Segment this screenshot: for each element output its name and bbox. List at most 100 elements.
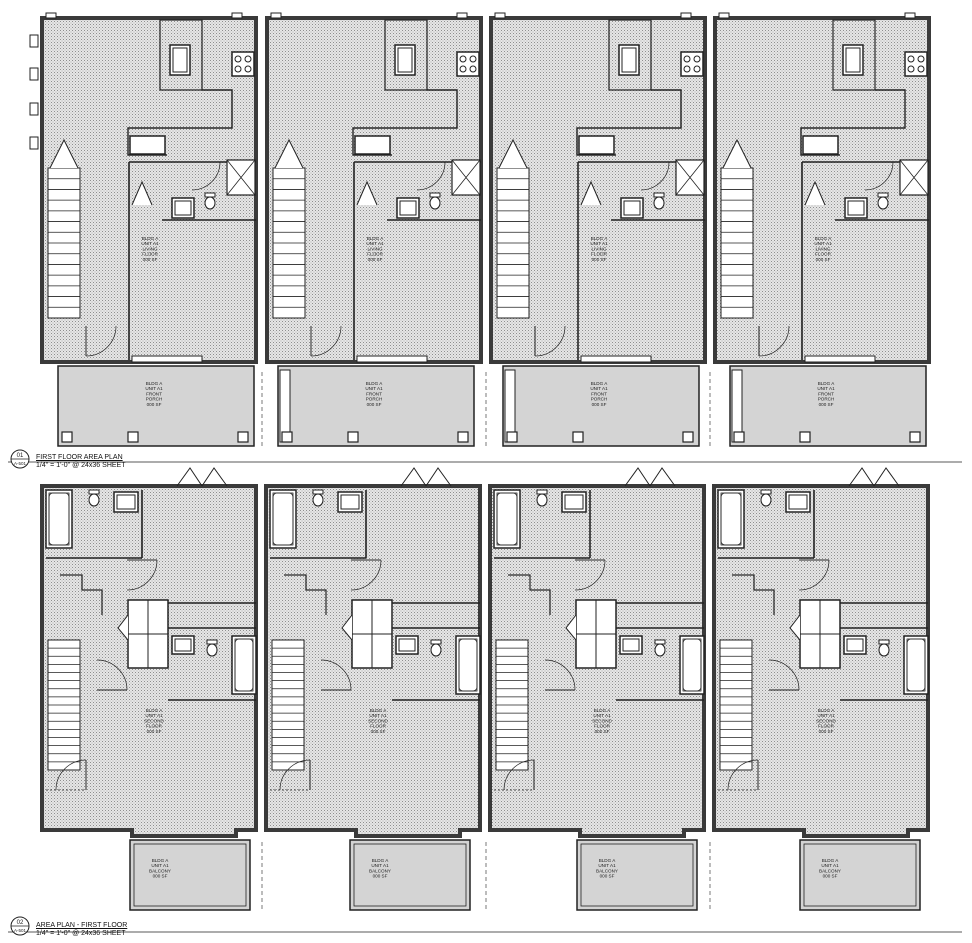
area-tag-line: 000 SF <box>368 257 383 262</box>
tub-basin <box>720 492 742 546</box>
toilet-tank <box>204 192 216 198</box>
tub-inner <box>272 492 294 546</box>
tub-inner <box>48 492 70 546</box>
toilet-tank <box>654 639 666 645</box>
sink-basin <box>847 200 865 216</box>
area-tag-line: SECOND <box>144 718 164 723</box>
kitchen-sink <box>842 44 864 76</box>
wall-stub <box>494 12 506 19</box>
drawing-scale-text: 1/4" = 1'-0" @ 24x36 SHEET <box>36 462 126 469</box>
closet-line <box>60 574 103 615</box>
tub-basin <box>458 638 478 692</box>
front-door-threshold <box>804 355 876 363</box>
toilet-tank <box>312 489 324 495</box>
burner <box>683 65 691 73</box>
door-arc <box>320 659 352 691</box>
toilet <box>877 192 889 210</box>
door-swing <box>544 659 576 691</box>
area-tag-line: UNIT A1 <box>590 241 608 246</box>
area-tag-line: FLOOR <box>367 252 384 257</box>
closet-door <box>341 614 353 641</box>
shower-x <box>451 159 481 196</box>
door-arc <box>727 759 759 791</box>
balcony-rail <box>353 843 467 907</box>
porch-column <box>506 431 518 443</box>
pantry-counter <box>578 135 615 155</box>
area-tag-line: 000 SF <box>592 402 607 407</box>
range-body <box>231 51 255 77</box>
toilet <box>430 639 442 657</box>
bath-sink <box>561 491 587 513</box>
area-tag-line: FLOOR <box>142 252 159 257</box>
closet-door <box>131 180 153 206</box>
area-tag-line: 000 SF <box>600 874 615 879</box>
shower-x <box>226 159 256 196</box>
area-tag-line: 000 SF <box>153 874 168 879</box>
door-swing <box>55 759 87 791</box>
front-door-threshold <box>356 355 428 363</box>
balcony-slab <box>576 839 698 911</box>
front-door-threshold <box>580 355 652 363</box>
toilet <box>206 639 218 657</box>
tub-inner <box>906 638 926 692</box>
area-tag-line: UNIT A1 <box>145 713 163 718</box>
stair <box>495 639 529 771</box>
area-tag-line: FRONT <box>146 391 162 396</box>
tub-inner <box>496 492 518 546</box>
area-tag-line: 000 SF <box>819 402 834 407</box>
area-tag-line: 000 SF <box>816 257 831 262</box>
toilet-bowl <box>654 643 666 657</box>
area-tag-line: UNIT A1 <box>151 863 169 868</box>
porch-slab <box>729 365 927 447</box>
door-swing <box>279 759 311 791</box>
area-tag-line: 000 SF <box>147 729 162 734</box>
burner <box>469 65 477 73</box>
porch-slab <box>502 365 700 447</box>
burner <box>234 65 242 73</box>
bathtub <box>455 635 481 695</box>
meter-box <box>29 67 39 81</box>
porch-column <box>799 431 811 443</box>
shower-x <box>675 159 705 196</box>
sink-basin <box>116 494 136 510</box>
porch-column <box>909 431 921 443</box>
door-arc <box>758 325 790 357</box>
wall-stub <box>718 12 730 19</box>
door-arc <box>279 759 311 791</box>
bath-sink <box>620 197 644 219</box>
kitchen-counter <box>608 19 652 91</box>
toilet-bowl <box>653 196 665 210</box>
area-tag-line: UNIT A1 <box>145 386 163 391</box>
toilet <box>88 489 100 507</box>
toilet-bowl <box>760 493 772 507</box>
area-tag-line: PORCH <box>366 397 383 402</box>
area-tag-line: FLOOR <box>146 724 163 729</box>
balcony-rail <box>133 843 247 907</box>
door-arc <box>640 161 670 191</box>
area-tag-line: FLOOR <box>818 724 835 729</box>
drawing-title-text: FIRST FLOOR AREA PLAN <box>36 454 123 461</box>
tub-basin <box>682 638 702 692</box>
burner <box>917 55 925 63</box>
toilet <box>654 639 666 657</box>
range-body <box>456 51 480 77</box>
area-tag-line: BLDG A <box>146 708 164 713</box>
door-swing <box>727 759 759 791</box>
toilet-tank <box>430 639 442 645</box>
area-tag-line: UNIT A1 <box>371 863 389 868</box>
bath-sink <box>113 491 139 513</box>
area-tag-line: BALCONY <box>596 868 618 873</box>
area-tag-line: BLDG A <box>818 708 836 713</box>
area-tag-line: 000 SF <box>823 874 838 879</box>
stair-arrow <box>498 138 528 169</box>
kitchen-range <box>680 51 704 77</box>
stair-arrow <box>49 138 79 169</box>
